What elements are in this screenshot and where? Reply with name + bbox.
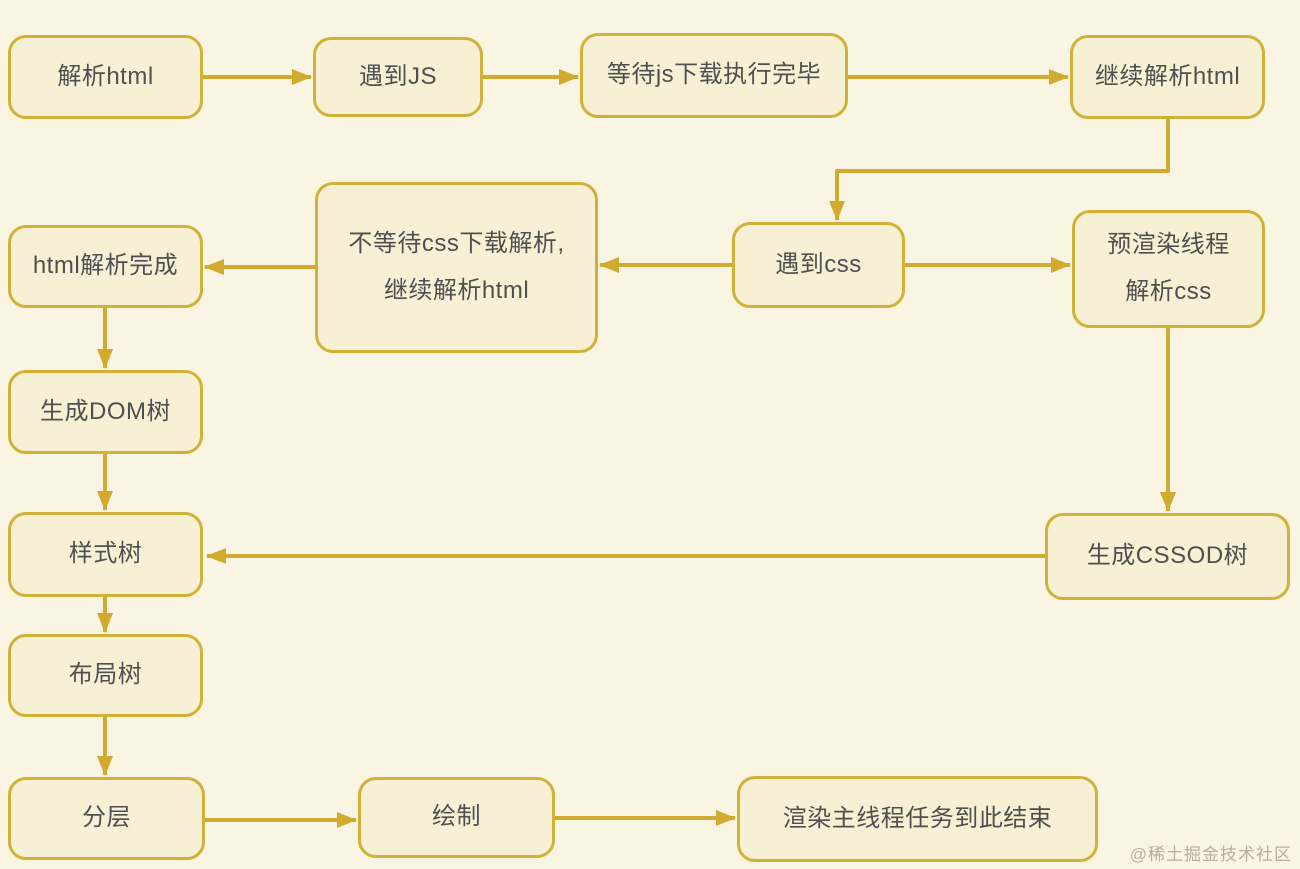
flow-node-meet-css: 遇到css	[732, 222, 905, 308]
flow-node-no-wait-css: 不等待css下载解析, 继续解析html	[315, 182, 598, 353]
flow-node-label: 遇到JS	[358, 62, 437, 90]
flow-node-label: 绘制	[432, 803, 481, 831]
flow-node-parse-html: 解析html	[8, 35, 203, 119]
flow-node-label: html解析完成	[32, 252, 179, 280]
flow-node-label: 遇到css	[775, 250, 862, 278]
flow-node-render-main-end: 渲染主线程任务到此结束	[737, 776, 1098, 862]
flow-edge-continue-parse-html-to-meet-css	[829, 119, 1170, 221]
flow-node-layer: 分层	[8, 777, 205, 860]
flow-node-label: 不等待css下载解析,	[348, 229, 565, 257]
flow-node-gen-dom-tree: 生成DOM树	[8, 370, 203, 454]
flow-node-label: 生成DOM树	[40, 397, 171, 425]
watermark: @稀土掘金技术社区	[1129, 845, 1292, 864]
flow-node-label: 分层	[82, 804, 131, 832]
flow-node-paint: 绘制	[358, 777, 555, 858]
flow-node-label: 继续解析html	[383, 276, 530, 304]
flow-node-continue-parse-html: 继续解析html	[1070, 35, 1265, 119]
flow-node-gen-cssod-tree: 生成CSSOD树	[1045, 513, 1290, 600]
flow-node-html-parse-done: html解析完成	[8, 225, 203, 308]
flow-node-layout-tree: 布局树	[8, 634, 203, 717]
flow-node-label: 渲染主线程任务到此结束	[782, 804, 1053, 832]
flow-node-label: 解析css	[1125, 278, 1212, 305]
flow-node-label: 预渲染线程	[1107, 231, 1230, 259]
flow-node-label: 继续解析html	[1094, 62, 1241, 90]
flow-node-label: 布局树	[68, 661, 143, 689]
flow-node-style-tree: 样式树	[8, 512, 203, 597]
flow-node-label: 等待js下载执行完毕	[606, 61, 822, 89]
flow-node-label: 生成CSSOD树	[1086, 542, 1249, 570]
flow-node-label: 解析html	[57, 62, 154, 90]
flow-node-meet-js: 遇到JS	[313, 37, 483, 117]
flow-node-label: 样式树	[68, 540, 143, 568]
flow-node-wait-js: 等待js下载执行完毕	[580, 33, 848, 118]
flow-node-prerender-thread: 预渲染线程解析css	[1072, 210, 1265, 328]
